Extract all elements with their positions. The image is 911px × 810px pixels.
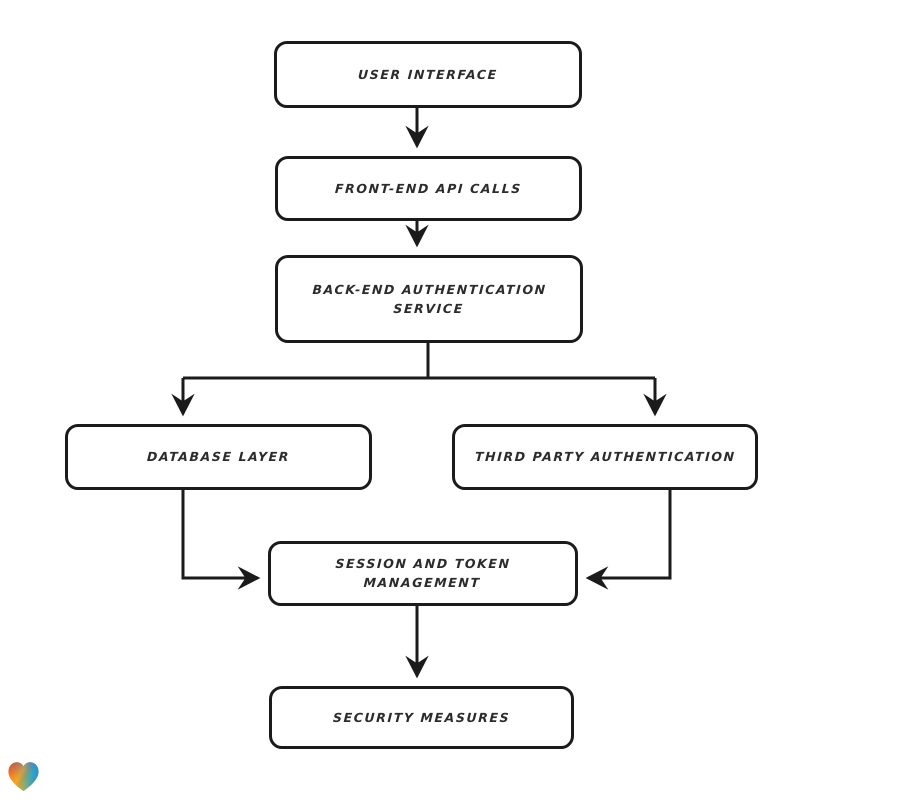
node-session-and-token-management[interactable]: Session and Token Management (268, 541, 578, 606)
node-security-measures[interactable]: Security Measures (269, 686, 574, 749)
node-user-interface[interactable]: User Interface (274, 41, 582, 108)
node-frontend-api-calls[interactable]: Front-End API Calls (275, 156, 582, 221)
heart-icon[interactable] (7, 761, 40, 792)
node-database-layer[interactable]: Database Layer (65, 424, 372, 490)
node-label: Security Measures (332, 709, 511, 725)
node-backend-authentication-service[interactable]: Back-End Authentication Service (275, 255, 583, 343)
node-label: Third Party Authentication (474, 449, 736, 465)
node-label: Front-End API Calls (334, 180, 523, 196)
edge-third-party-auth-to-session-token (585, 490, 672, 590)
node-label: Back-End Authentication Service (312, 281, 548, 316)
edge-database-layer-to-session-token (181, 490, 261, 590)
edge-backend-auth-split-bar (183, 343, 655, 380)
node-third-party-authentication[interactable]: Third Party Authentication (452, 424, 758, 490)
node-label: Session and Token Management (335, 556, 512, 591)
node-label: User Interface (357, 66, 499, 82)
node-label: Database Layer (146, 449, 291, 465)
